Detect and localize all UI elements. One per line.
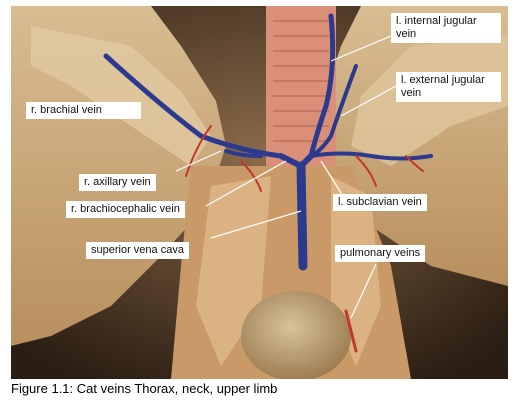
neck-muscle [266,6,336,166]
label-r-brachiocephalic-vein: r. brachiocephalic vein [66,201,185,218]
arteries [185,125,424,353]
label-r-brachial-vein: r. brachial vein [26,102,141,119]
label-leader-lines [175,35,397,319]
dissection-illustration [11,6,508,379]
label-r-axillary-vein: r. axillary vein [79,174,156,191]
figure-caption: Figure 1.1: Cat veins Thorax, neck, uppe… [11,381,278,396]
label-l-internal-jugular-vein: l. internal jugular vein [391,13,501,43]
label-pulmonary-veins: pulmonary veins [335,245,426,262]
heart [241,291,351,379]
veins [103,13,433,271]
trachea-rings [273,20,329,142]
cat-dissection-photo [11,6,508,379]
label-superior-vena-cava: superior vena cava [86,242,189,259]
label-l-external-jugular-vein: l. external jugular vein [396,72,501,102]
right-arm-muscle [31,26,211,166]
label-l-subclavian-vein: l. subclavian vein [333,194,427,211]
